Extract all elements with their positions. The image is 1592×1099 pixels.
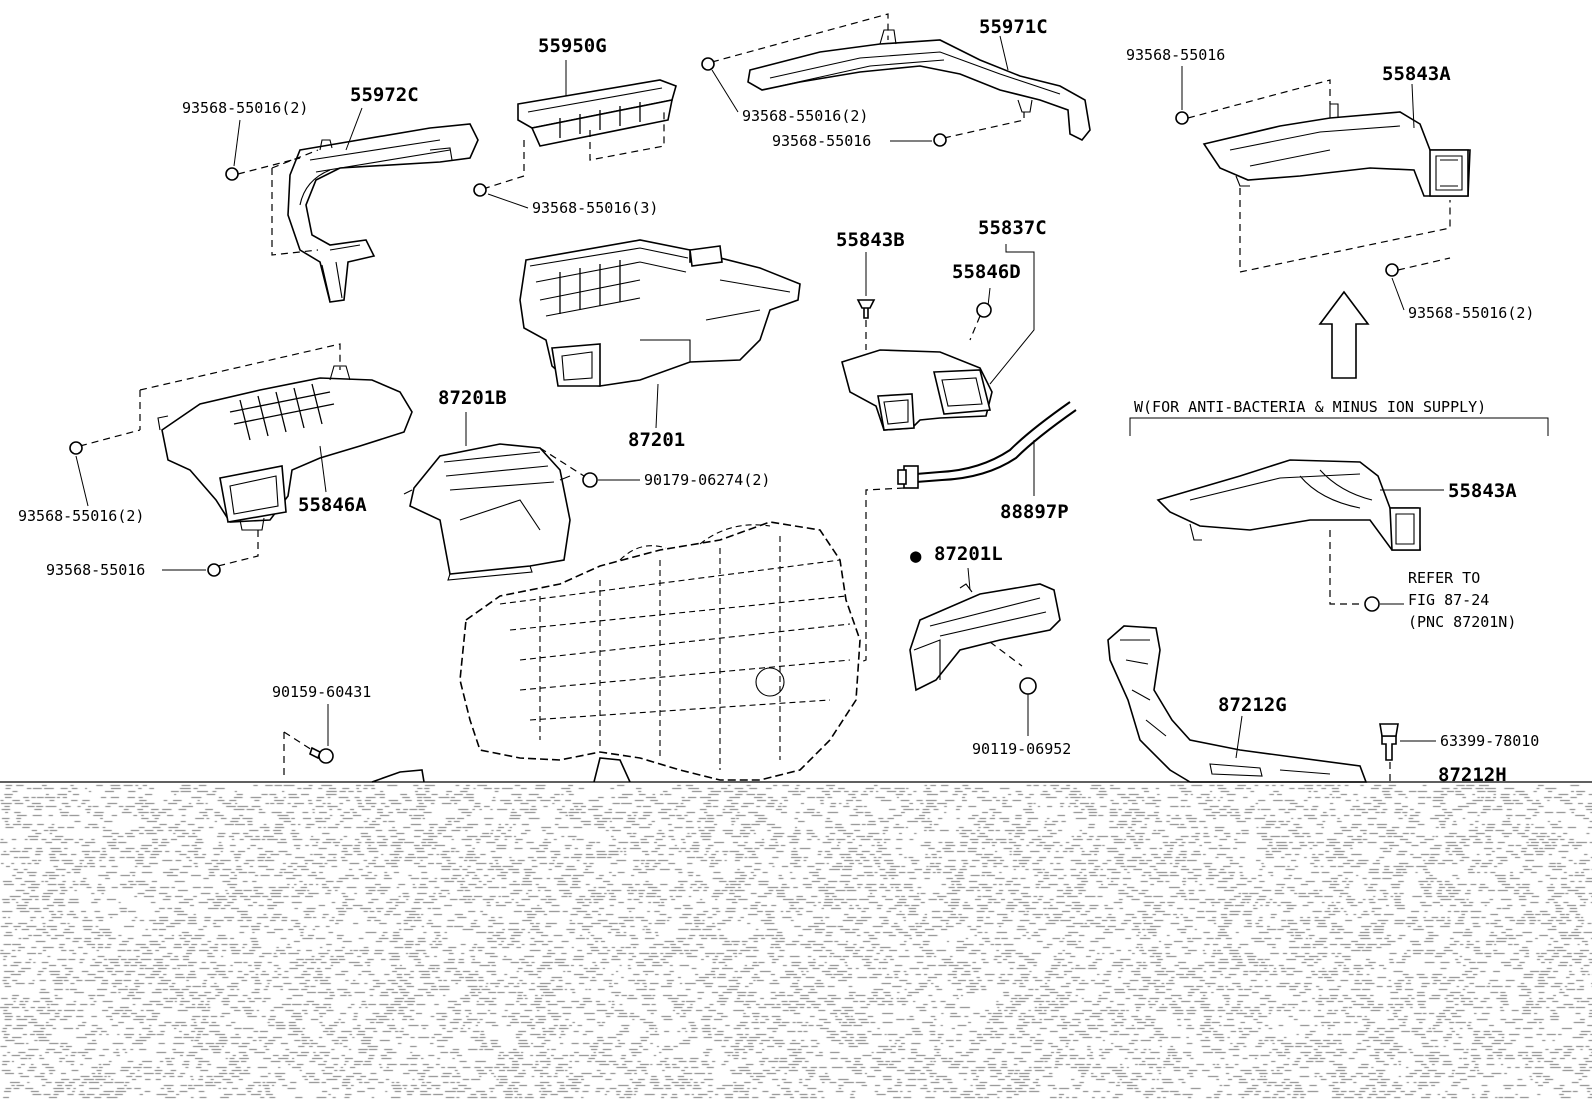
part-label-88897p: 88897P (1000, 501, 1069, 523)
bolt-label-90119: 90119-06952 (972, 740, 1071, 758)
bolt-label-55971c-b: 93568-55016 (772, 132, 871, 150)
part-label-55846a: 55846A (298, 494, 367, 516)
bolt-label-55950g: 93568-55016(3) (532, 199, 658, 217)
hose-88897p (897, 401, 1077, 489)
refer-line-3: (PNC 87201N) (1408, 613, 1516, 631)
part-label-55846d: 55846D (952, 261, 1021, 283)
duct-87201b (403, 443, 571, 581)
duct-55843a-variant (1156, 459, 1421, 551)
part-label-55843a-variant: 55843A (1448, 480, 1517, 502)
bolt-label-55843a-bottom: 93568-55016(2) (1408, 304, 1534, 322)
part-label-55843b: 55843B (836, 229, 905, 251)
clip-55843b (856, 299, 876, 319)
up-arrow-icon (1318, 290, 1370, 379)
refer-line-2: FIG 87-24 (1408, 591, 1489, 609)
noise-band (0, 783, 1592, 1099)
heater-unit-87201 (459, 521, 861, 781)
bolt-label-55971c-a: 93568-55016(2) (742, 107, 868, 125)
bolt-label-63399: 63399-78010 (1440, 732, 1539, 750)
part-label-87201: 87201 (628, 429, 685, 451)
part-label-55837c: 55837C (978, 217, 1047, 239)
heater-case-87201 (519, 239, 801, 387)
bolt-label-87201b: 90179-06274(2) (644, 471, 770, 489)
bolt-label-55972c: 93568-55016(2) (182, 99, 308, 117)
duct-55843a-top (1202, 103, 1471, 197)
part-label-55843a-top: 55843A (1382, 63, 1451, 85)
vent-55837c (841, 349, 993, 431)
refer-line-1: REFER TO (1408, 569, 1480, 587)
marker-dot-87201l: ● (910, 545, 922, 567)
duct-55971c (747, 29, 1091, 142)
clip-63399 (1381, 735, 1397, 761)
bolt-label-55846a-a: 93568-55016(2) (18, 507, 144, 525)
duct-55950g (517, 79, 677, 147)
part-label-87201b: 87201B (438, 387, 507, 409)
part-label-87201l: 87201L (934, 543, 1003, 565)
variant-note: W(FOR ANTI-BACTERIA & MINUS ION SUPPLY) (1134, 398, 1486, 416)
duct-87201l (909, 583, 1061, 692)
bolt-label-55843a-top: 93568-55016 (1126, 46, 1225, 64)
duct-55972c (287, 123, 479, 303)
part-label-87212g: 87212G (1218, 694, 1287, 716)
duct-55846a (157, 365, 413, 531)
part-label-55950g: 55950G (538, 35, 607, 57)
part-label-87212h: 87212H (1438, 764, 1507, 786)
part-label-55972c: 55972C (350, 84, 419, 106)
bolt-label-55846a-b: 93568-55016 (46, 561, 145, 579)
duct-87212g (1107, 625, 1368, 783)
part-label-55971c: 55971C (979, 16, 1048, 38)
bolt-label-90159: 90159-60431 (272, 683, 371, 701)
